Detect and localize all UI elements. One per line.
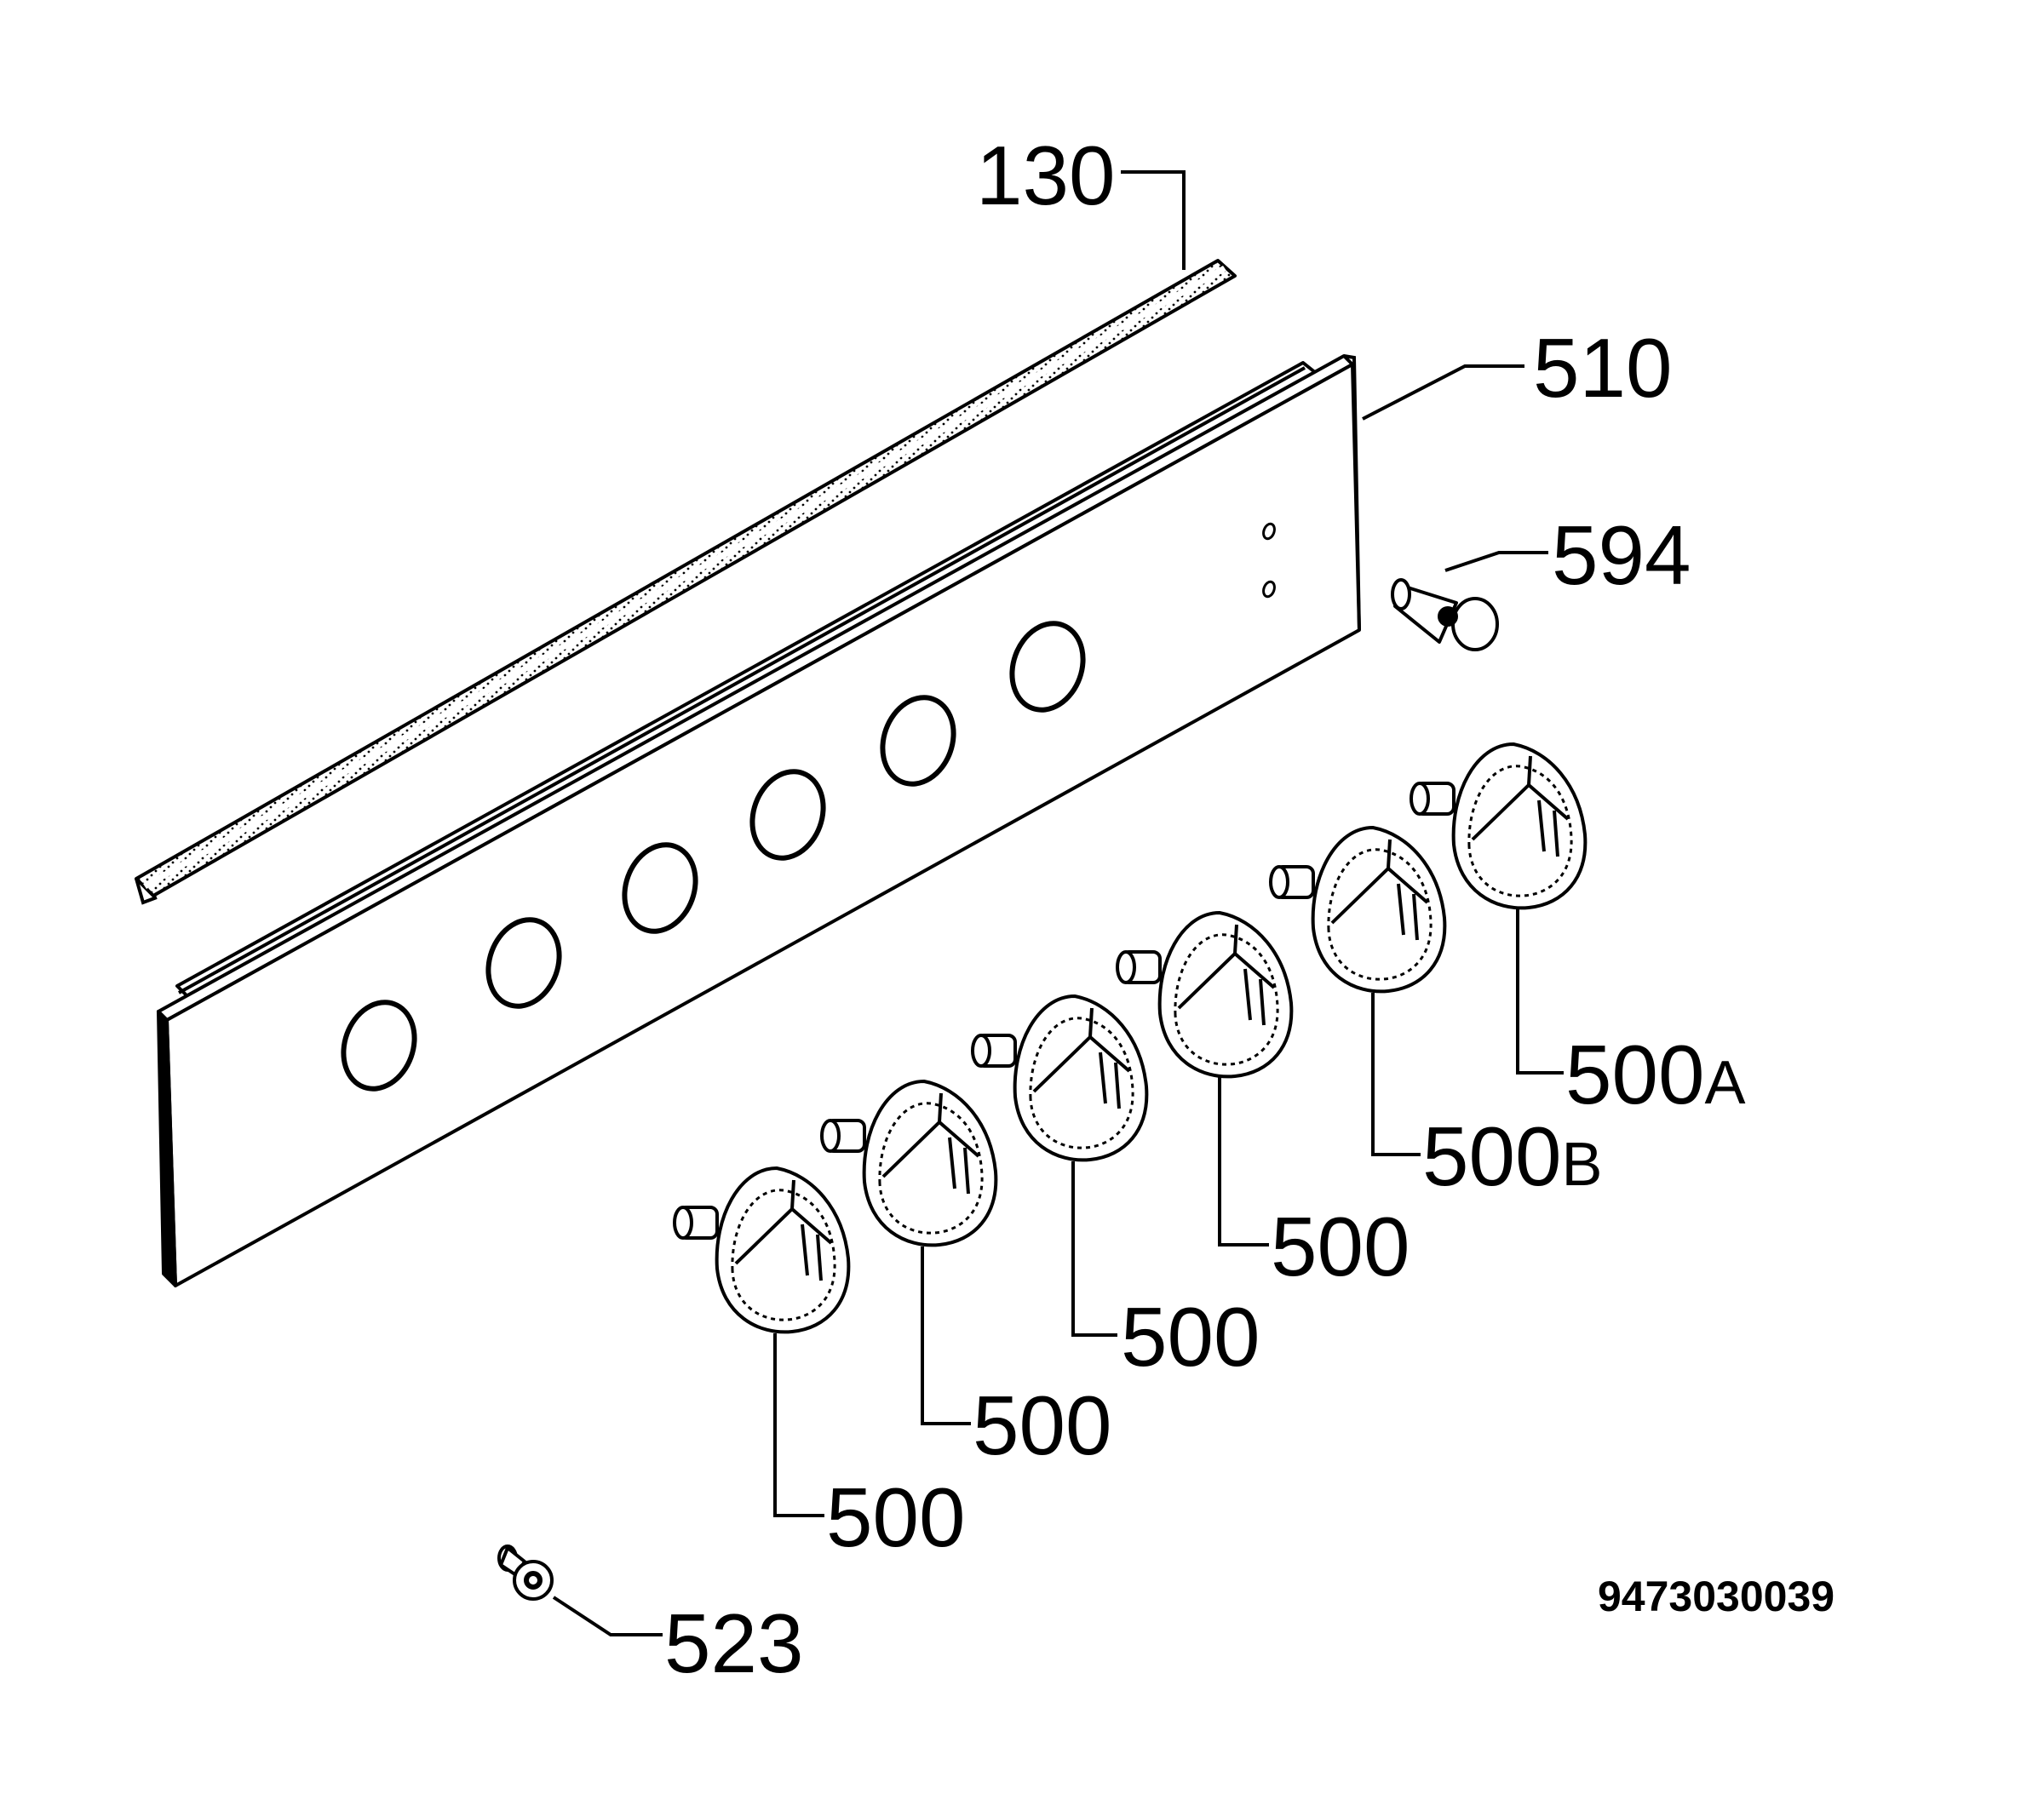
callout-130: 130 (976, 129, 1116, 222)
callout-523: 523 (664, 1596, 804, 1690)
control-knob (820, 1080, 998, 1247)
leader-line-594 (1444, 551, 1548, 572)
clip-part (497, 1545, 554, 1601)
callout-knob-2: 500 (973, 1378, 1112, 1472)
callout-510: 510 (1533, 321, 1673, 415)
panel-knob-hole (485, 917, 562, 1009)
leader-line-knob-6 (1516, 908, 1564, 1075)
panel-knob-hole (341, 1000, 417, 1092)
drawing-number: 9473030039 (1598, 1573, 1834, 1620)
callout-594: 594 (1552, 508, 1691, 602)
callout-knob-5: 500B (1422, 1109, 1603, 1203)
leader-line-knob-5 (1371, 993, 1421, 1156)
leader-line-510 (1362, 364, 1524, 421)
panel-knob-hole (1009, 621, 1086, 713)
leader-line-130 (1121, 170, 1186, 270)
indicator-lamp (1391, 578, 1499, 651)
callout-knob-1: 500 (826, 1470, 966, 1564)
trim-strip (135, 259, 1237, 905)
leader-line-knob-3 (1071, 1161, 1117, 1337)
leader-line-knob-1 (773, 1333, 824, 1517)
control-knob (1269, 826, 1447, 994)
callout-knob-3: 500 (1121, 1290, 1260, 1384)
panel-screw-hole (1262, 580, 1276, 599)
leader-line-knob-2 (921, 1246, 971, 1425)
panel-screw-hole (1262, 522, 1276, 541)
control-panel (157, 354, 1361, 1287)
control-knob (1116, 911, 1294, 1079)
leader-line-knob-4 (1218, 1076, 1269, 1246)
panel-knob-hole (749, 769, 826, 861)
control-knob (673, 1166, 851, 1334)
callout-knob-4: 500 (1271, 1200, 1410, 1293)
control-knob (971, 994, 1149, 1162)
callout-knob-6: 500A (1565, 1028, 1746, 1121)
leader-line-523 (552, 1596, 663, 1636)
panel-knob-hole (622, 842, 698, 934)
panel-knob-hole (880, 695, 956, 787)
